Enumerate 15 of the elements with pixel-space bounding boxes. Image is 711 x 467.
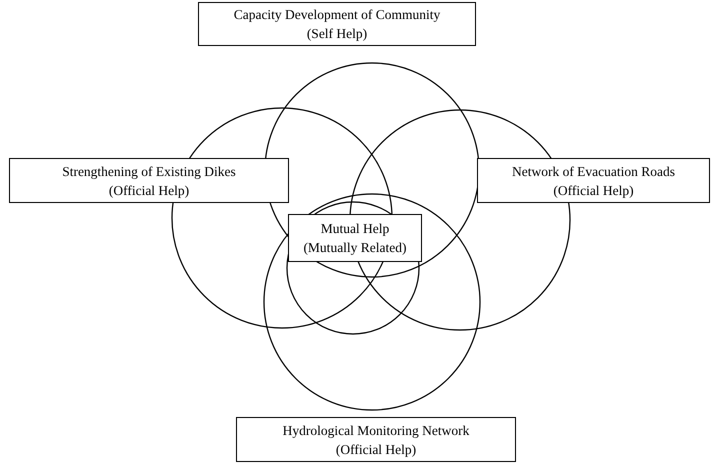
label-box [477,158,710,203]
label-box [9,158,289,203]
label-box [288,214,422,262]
label-box [198,2,476,46]
box-title: Network of Evacuation Roads [512,162,676,180]
box-title: Mutual Help [320,220,390,238]
help-type-label: (Mutually Related) [303,239,407,257]
help-type-label: (Official Help) [336,440,416,458]
help-type-label: (Official Help) [108,182,190,200]
box-title: Strengthening of Existing Dikes [62,162,236,180]
label-box [236,417,516,462]
help-type-label: (Self Help) [306,25,368,43]
box-title: Capacity Development of Community [234,6,440,24]
box-title: Hydrological Monitoring Network [282,422,470,440]
help-type-label: (Official Help) [553,182,634,200]
